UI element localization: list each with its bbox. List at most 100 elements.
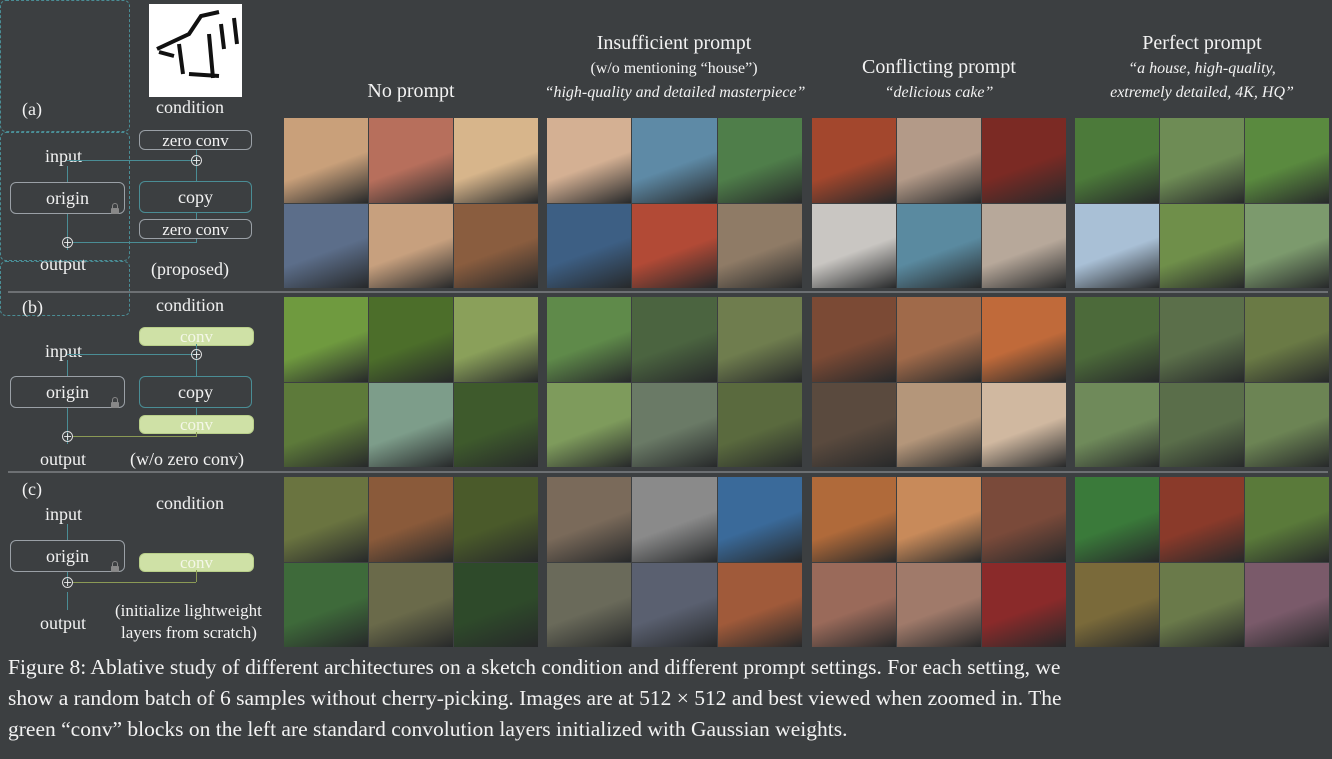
output-label-a: output — [40, 254, 87, 274]
row-divider — [8, 291, 1328, 293]
sample-image — [454, 118, 538, 203]
sample-image — [897, 203, 981, 288]
sample-grid-c-no-prompt — [284, 477, 538, 647]
sample-image — [369, 118, 453, 203]
lock-icon — [111, 397, 119, 408]
sample-grid-a-conflicting — [812, 118, 1066, 288]
input-label-b: input — [45, 341, 83, 361]
sample-image — [632, 382, 717, 467]
sample-image — [284, 203, 368, 288]
sample-image — [632, 297, 717, 382]
sample-grid-b-conflicting — [812, 297, 1066, 467]
sample-image — [1245, 203, 1329, 288]
add-node-icon: + — [62, 576, 73, 589]
connector-line — [67, 214, 68, 250]
sample-image — [632, 203, 717, 288]
sample-image — [897, 118, 981, 203]
sample-image — [812, 203, 896, 288]
lock-icon — [111, 203, 119, 214]
caption-line-2: show a random batch of 6 samples without… — [8, 686, 1062, 710]
sample-image — [1075, 562, 1159, 647]
sample-image — [547, 203, 632, 288]
sample-image — [1075, 118, 1159, 203]
zero-conv-top-a: zero conv — [139, 130, 252, 150]
sample-image — [812, 562, 896, 647]
sample-image — [632, 477, 717, 562]
sample-image — [547, 118, 632, 203]
sample-image — [547, 382, 632, 467]
sample-grid-a-perfect — [1075, 118, 1329, 288]
sample-image — [982, 297, 1066, 382]
conv-c: conv — [139, 553, 254, 572]
column-quote-conflicting: “delicious cake” — [884, 84, 994, 101]
connector-line — [196, 344, 197, 376]
connector-line — [67, 160, 197, 161]
sample-image — [1075, 477, 1159, 562]
sample-image — [454, 382, 538, 467]
trainable-region-c — [0, 261, 130, 316]
row-letter-b: (b) — [22, 297, 43, 317]
sample-image — [982, 203, 1066, 288]
sample-image — [369, 382, 453, 467]
trainable-copy-region-b — [0, 132, 130, 261]
sample-image — [547, 477, 632, 562]
sample-image — [369, 297, 453, 382]
sample-image — [1245, 382, 1329, 467]
sample-image — [1245, 297, 1329, 382]
column-quote-insufficient: “high-quality and detailed masterpiece” — [544, 84, 806, 101]
sample-image — [284, 118, 368, 203]
sample-image — [1160, 382, 1244, 467]
sample-image — [717, 297, 802, 382]
input-label-c: input — [45, 504, 83, 524]
add-node-icon: + — [62, 430, 73, 443]
condition-label-c: condition — [156, 493, 224, 513]
origin-block-c: origin — [10, 540, 125, 572]
add-node-icon: + — [62, 236, 73, 249]
sample-image — [1160, 297, 1244, 382]
connector-line — [196, 408, 197, 415]
sample-image — [369, 562, 453, 647]
sample-image — [1245, 562, 1329, 647]
note-c-line1: (initialize lightweight — [115, 601, 262, 620]
sample-image — [1160, 562, 1244, 647]
column-title-no-prompt: No prompt — [367, 80, 455, 102]
sample-image — [369, 477, 453, 562]
sample-image — [369, 203, 453, 288]
sample-image — [284, 562, 368, 647]
sample-image — [982, 562, 1066, 647]
column-title-conflicting: Conflicting prompt — [862, 56, 1016, 78]
sample-image — [897, 477, 981, 562]
sample-image — [632, 562, 717, 647]
sample-image — [1075, 203, 1159, 288]
sample-image — [812, 477, 896, 562]
sample-image — [717, 382, 802, 467]
sample-image — [1245, 118, 1329, 203]
sample-grid-c-perfect — [1075, 477, 1329, 647]
sample-image — [1160, 477, 1244, 562]
output-label-c: output — [40, 613, 87, 633]
add-node-icon: + — [191, 348, 202, 361]
copy-block-b: copy — [139, 376, 252, 408]
sample-grid-b-perfect — [1075, 297, 1329, 467]
sample-image — [717, 562, 802, 647]
sample-image — [1160, 203, 1244, 288]
sample-image — [284, 297, 368, 382]
sample-image — [1075, 297, 1159, 382]
connector-line — [67, 360, 68, 376]
note-a: (proposed) — [151, 259, 229, 279]
note-b: (w/o zero conv) — [130, 449, 244, 469]
row-letter-c: (c) — [22, 479, 42, 499]
connector-line — [196, 432, 197, 437]
trainable-copy-region-a — [0, 0, 130, 132]
sample-grid-b-insufficient — [547, 297, 802, 467]
sample-grid-c-conflicting — [812, 477, 1066, 647]
copy-block-a: copy — [139, 181, 252, 213]
connector-line — [196, 239, 197, 243]
row-letter-a: (a) — [22, 99, 42, 119]
connector-line — [67, 524, 68, 540]
connector-line — [67, 592, 68, 610]
column-title-perfect: Perfect prompt — [1142, 32, 1262, 54]
sample-grid-a-insufficient — [547, 118, 802, 288]
caption-line-3: green “conv” blocks on the left are stan… — [8, 717, 848, 741]
row-divider — [8, 471, 1328, 473]
